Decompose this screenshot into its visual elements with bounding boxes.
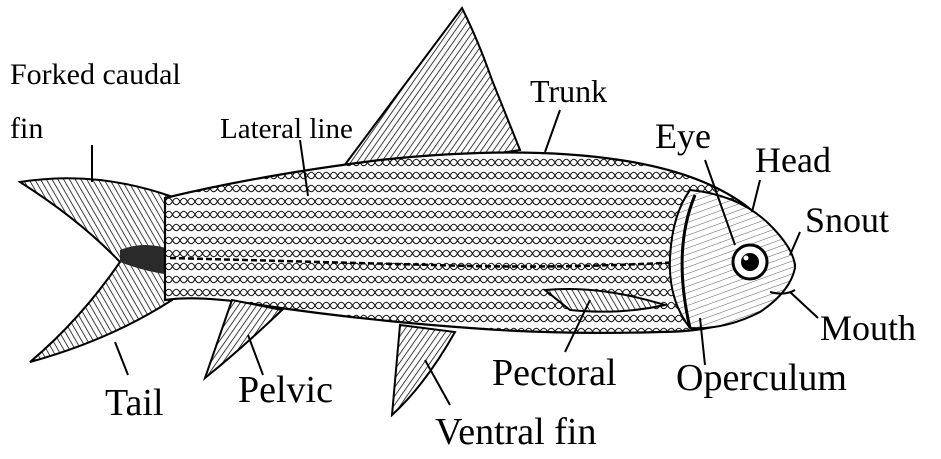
- label-ventral-fin: Ventral fin: [435, 411, 596, 453]
- label-mouth: Mouth: [820, 308, 916, 348]
- label-trunk: Trunk: [530, 73, 607, 109]
- label-snout: Snout: [805, 200, 889, 240]
- label-tail: Tail: [105, 382, 164, 424]
- label-pelvic: Pelvic: [238, 369, 333, 411]
- label-eye: Eye: [655, 116, 711, 156]
- label-lateral-line: Lateral line: [220, 113, 353, 145]
- label-forked-caudal-fin-line1: Forked caudal: [10, 58, 181, 91]
- ventral-fin: [392, 325, 455, 415]
- label-forked-caudal-fin-line2: fin: [10, 112, 43, 145]
- eye-glint: [744, 256, 749, 261]
- eye-pupil: [741, 253, 759, 271]
- label-operculum: Operculum: [676, 357, 847, 399]
- label-pectoral: Pectoral: [492, 352, 617, 394]
- pelvic-fin: [205, 300, 282, 378]
- label-head: Head: [755, 140, 831, 180]
